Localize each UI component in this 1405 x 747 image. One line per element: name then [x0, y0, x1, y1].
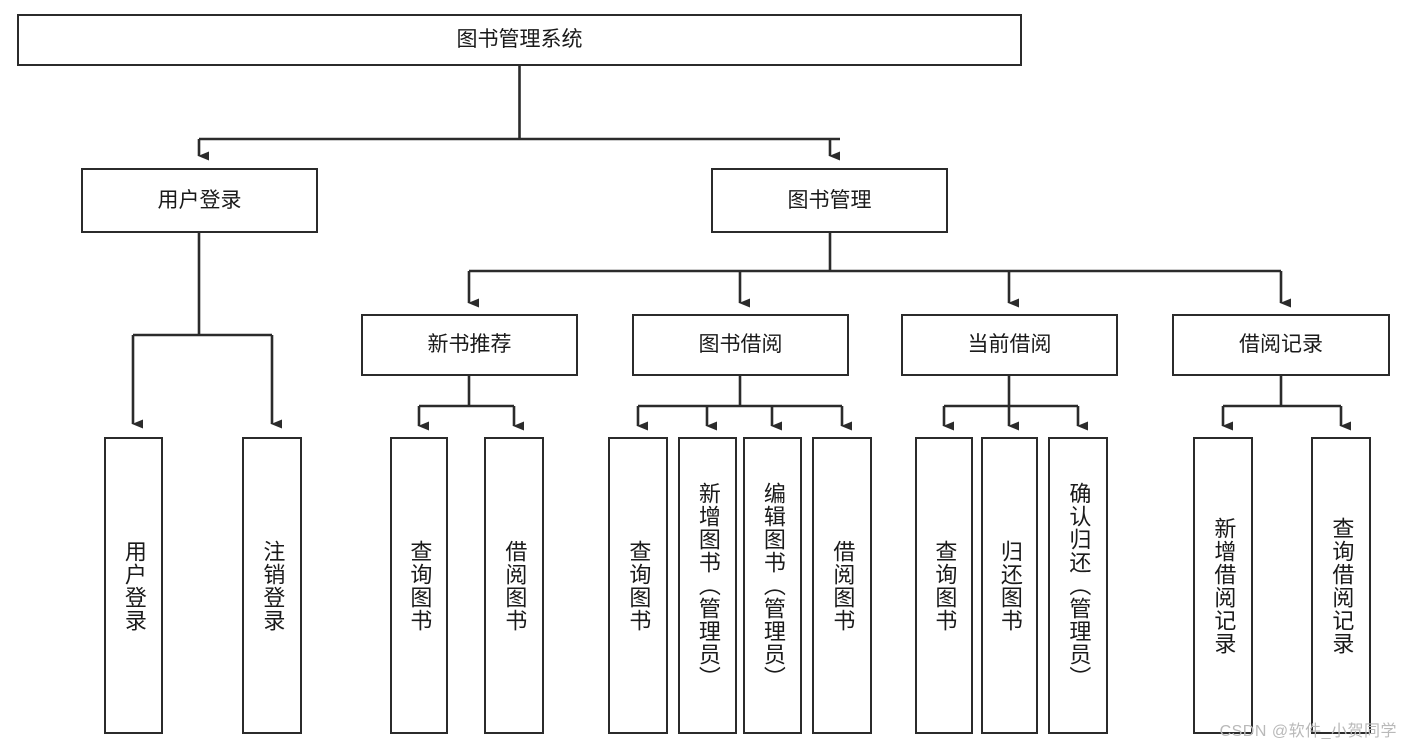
node-label: 图书借阅: [698, 333, 783, 357]
node-label: 查询图书: [932, 539, 958, 632]
node-label: 查询借阅记录: [1329, 516, 1355, 655]
node-leaf-edit-book[interactable]: 编辑图书（管理员）: [743, 437, 802, 734]
node-leaf-query-book-2[interactable]: 查询图书: [608, 437, 668, 734]
node-borrow-record[interactable]: 借阅记录: [1172, 314, 1390, 376]
node-label: 查询图书: [407, 539, 433, 632]
node-book-borrow[interactable]: 图书借阅: [632, 314, 849, 376]
node-current-borrow[interactable]: 当前借阅: [901, 314, 1118, 376]
node-label: 编辑图书（管理员）: [760, 482, 786, 689]
node-leaf-query-record[interactable]: 查询借阅记录: [1311, 437, 1371, 734]
node-leaf-user-logout[interactable]: 注销登录: [242, 437, 302, 734]
node-leaf-query-book-1[interactable]: 查询图书: [390, 437, 448, 734]
node-root-system[interactable]: 图书管理系统: [17, 14, 1022, 66]
node-label: 查询图书: [626, 539, 652, 632]
node-label: 新增图书（管理员）: [695, 482, 721, 689]
node-leaf-query-book-3[interactable]: 查询图书: [915, 437, 973, 734]
node-label: 新书推荐: [427, 333, 512, 357]
node-label: 图书管理系统: [456, 28, 583, 52]
node-new-book-rec[interactable]: 新书推荐: [361, 314, 578, 376]
node-label: 注销登录: [260, 539, 286, 632]
node-label: 图书管理: [787, 188, 872, 212]
node-leaf-borrow-book-1[interactable]: 借阅图书: [484, 437, 544, 734]
watermark-text: CSDN @软件_小贺同学: [1219, 723, 1397, 740]
node-label: 用户登录: [121, 539, 147, 632]
node-label: 当前借阅: [967, 333, 1052, 357]
node-label: 确认归还（管理员）: [1066, 482, 1092, 689]
node-leaf-add-book[interactable]: 新增图书（管理员）: [678, 437, 737, 734]
node-label: 借阅图书: [502, 539, 528, 632]
node-label: 归还图书: [997, 539, 1023, 632]
node-book-manage[interactable]: 图书管理: [711, 168, 948, 233]
node-leaf-user-login[interactable]: 用户登录: [104, 437, 163, 734]
node-leaf-add-record[interactable]: 新增借阅记录: [1193, 437, 1253, 734]
node-leaf-borrow-book-2[interactable]: 借阅图书: [812, 437, 872, 734]
node-label: 借阅记录: [1239, 333, 1323, 357]
node-leaf-confirm-return[interactable]: 确认归还（管理员）: [1048, 437, 1108, 734]
node-leaf-return-book[interactable]: 归还图书: [981, 437, 1038, 734]
node-label: 用户登录: [157, 188, 242, 212]
node-user-login[interactable]: 用户登录: [81, 168, 318, 233]
node-label: 新增借阅记录: [1211, 516, 1237, 655]
node-label: 借阅图书: [830, 539, 856, 632]
